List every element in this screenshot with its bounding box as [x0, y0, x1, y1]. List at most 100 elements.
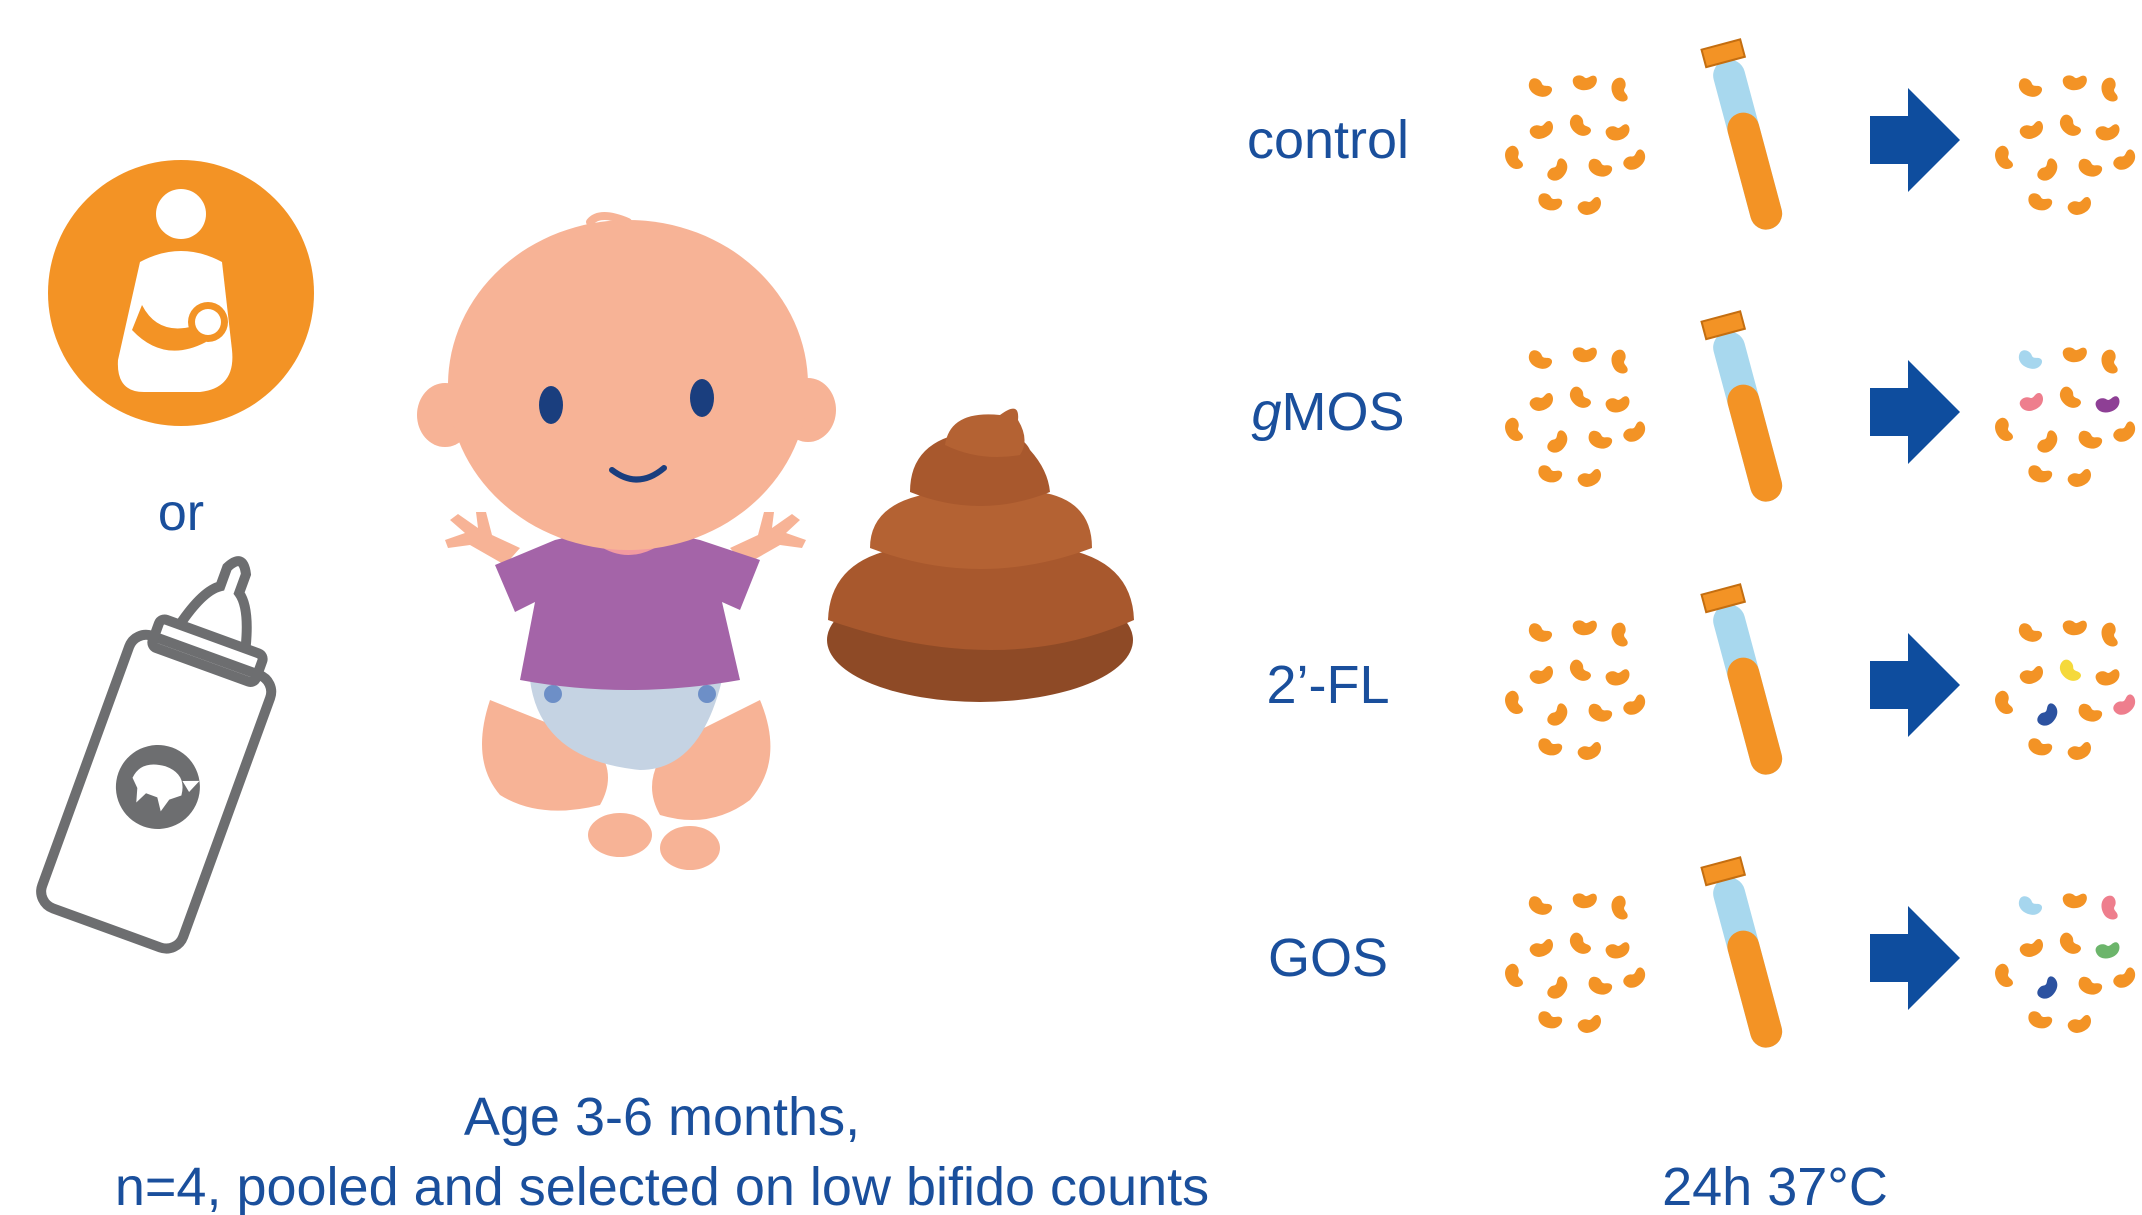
bacterium-icon: [1528, 662, 1557, 688]
bacterium-icon: [1586, 429, 1613, 451]
bacterium-icon: [1576, 738, 1605, 764]
condition-rows: control gMOS 2’-FL GOS: [1247, 39, 2139, 1052]
bacterium-icon: [1991, 689, 2017, 718]
bacterium-icon: [2094, 939, 2122, 962]
condition-label-text: MOS: [1282, 382, 1405, 442]
bacterium-icon: [2035, 428, 2061, 457]
bacterium-icon: [1566, 657, 1595, 685]
bacterium-icon: [2094, 393, 2122, 416]
bacterium-icon: [2076, 157, 2103, 179]
bacterium-icon: [2018, 935, 2047, 961]
bacterium-icon: [1586, 157, 1613, 179]
bacterium-icon: [2098, 894, 2121, 922]
bacterium-icon: [1545, 701, 1571, 730]
bacterium-icon: [1576, 1011, 1605, 1037]
bacterium-icon: [2062, 344, 2089, 364]
condition-label: 2’-FL: [1266, 655, 1389, 715]
condition-row: 2’-FL: [1266, 584, 2139, 779]
bacterium-icon: [1604, 939, 1632, 962]
bacterium-icon: [1545, 156, 1571, 185]
condition-label: GOS: [1268, 928, 1388, 988]
bacterium-icon: [2035, 701, 2061, 730]
bacterium-icon: [1604, 666, 1632, 689]
test-tube-icon: [1702, 39, 1790, 234]
bacterium-icon: [1566, 112, 1595, 140]
bacterium-icon: [2056, 930, 2085, 958]
bacterium-icon: [2027, 1010, 2054, 1030]
condition-label: gMOS: [1251, 382, 1404, 442]
bacterium-icon: [2027, 464, 2054, 484]
bacterium-icon: [2111, 146, 2139, 174]
baby-bottle-cow-icon: [36, 536, 310, 954]
bacterium-icon: [1572, 617, 1599, 637]
bacterium-icon: [2056, 657, 2085, 685]
bacterium-icon: [2027, 192, 2054, 212]
bacterium-icon: [1621, 146, 1649, 174]
bacterium-icon: [1545, 974, 1571, 1003]
bacterium-icon: [2111, 418, 2139, 446]
arrow-right-icon: [1870, 633, 1960, 737]
bacterium-icon: [2076, 702, 2103, 724]
bacterium-icon: [1537, 464, 1564, 484]
bacterium-icon: [2098, 621, 2121, 649]
bacterium-icon: [1566, 930, 1595, 958]
condition-row: control: [1247, 39, 2139, 234]
bacterium-icon: [2066, 1011, 2095, 1037]
bacterium-icon: [2018, 662, 2047, 688]
bacterium-icon: [1572, 890, 1599, 910]
condition-label: control: [1247, 110, 1409, 170]
bacterium-icon: [1501, 689, 1527, 718]
bacterium-icon: [1572, 344, 1599, 364]
condition-label-prefix: g: [1251, 382, 1281, 442]
subject-caption-line2: n=4, pooled and selected on low bifido c…: [115, 1157, 1209, 1215]
bacteria-cluster-icon: [1991, 72, 2139, 219]
bacterium-icon: [1501, 416, 1527, 445]
bacterium-icon: [1501, 962, 1527, 991]
bacterium-icon: [2098, 76, 2121, 104]
bacterium-icon: [1604, 121, 1632, 144]
arrow-right-icon: [1870, 906, 1960, 1010]
arrow-right-icon: [1870, 88, 1960, 192]
bacterium-icon: [2016, 895, 2044, 918]
condition-row: GOS: [1268, 857, 2139, 1052]
bacterium-icon: [1528, 389, 1557, 415]
bacteria-cluster-icon: [1501, 890, 1649, 1037]
bacterium-icon: [1991, 416, 2017, 445]
bacterium-icon: [2066, 738, 2095, 764]
condition-label-text: 2’-FL: [1266, 655, 1389, 715]
bacterium-icon: [2018, 117, 2047, 143]
bacteria-cluster-icon: [1501, 617, 1649, 764]
bacterium-icon: [2062, 617, 2089, 637]
bacterium-icon: [1528, 935, 1557, 961]
bacteria-cluster-icon: [1991, 344, 2139, 491]
bacterium-icon: [1537, 737, 1564, 757]
bacterium-icon: [1608, 348, 1631, 376]
or-label: or: [158, 484, 204, 542]
bacterium-icon: [2094, 121, 2122, 144]
subject-caption-line1: Age 3-6 months,: [464, 1087, 860, 1147]
bacterium-icon: [2111, 964, 2139, 992]
bacterium-icon: [1604, 393, 1632, 416]
bacterium-icon: [1621, 418, 1649, 446]
bacterium-icon: [1537, 192, 1564, 212]
test-tube-icon: [1702, 584, 1790, 779]
arrow-right-icon: [1870, 360, 1960, 464]
bacterium-icon: [2066, 465, 2095, 491]
bacterium-icon: [2066, 193, 2095, 219]
bacterium-icon: [2094, 666, 2122, 689]
bacterium-icon: [1501, 144, 1527, 173]
bacterium-icon: [1608, 76, 1631, 104]
bacterium-icon: [1621, 964, 1649, 992]
bacterium-icon: [1526, 895, 1554, 918]
bacterium-icon: [2018, 389, 2047, 415]
bacterium-icon: [2035, 156, 2061, 185]
bacterium-icon: [2016, 349, 2044, 372]
bacteria-cluster-icon: [1501, 344, 1649, 491]
bacterium-icon: [1991, 962, 2017, 991]
condition-label-text: GOS: [1268, 928, 1388, 988]
bacterium-icon: [2076, 429, 2103, 451]
bacteria-cluster-icon: [1991, 890, 2139, 1037]
bacterium-icon: [2098, 348, 2121, 376]
incubation-caption: 24h 37°C: [1662, 1157, 1888, 1215]
